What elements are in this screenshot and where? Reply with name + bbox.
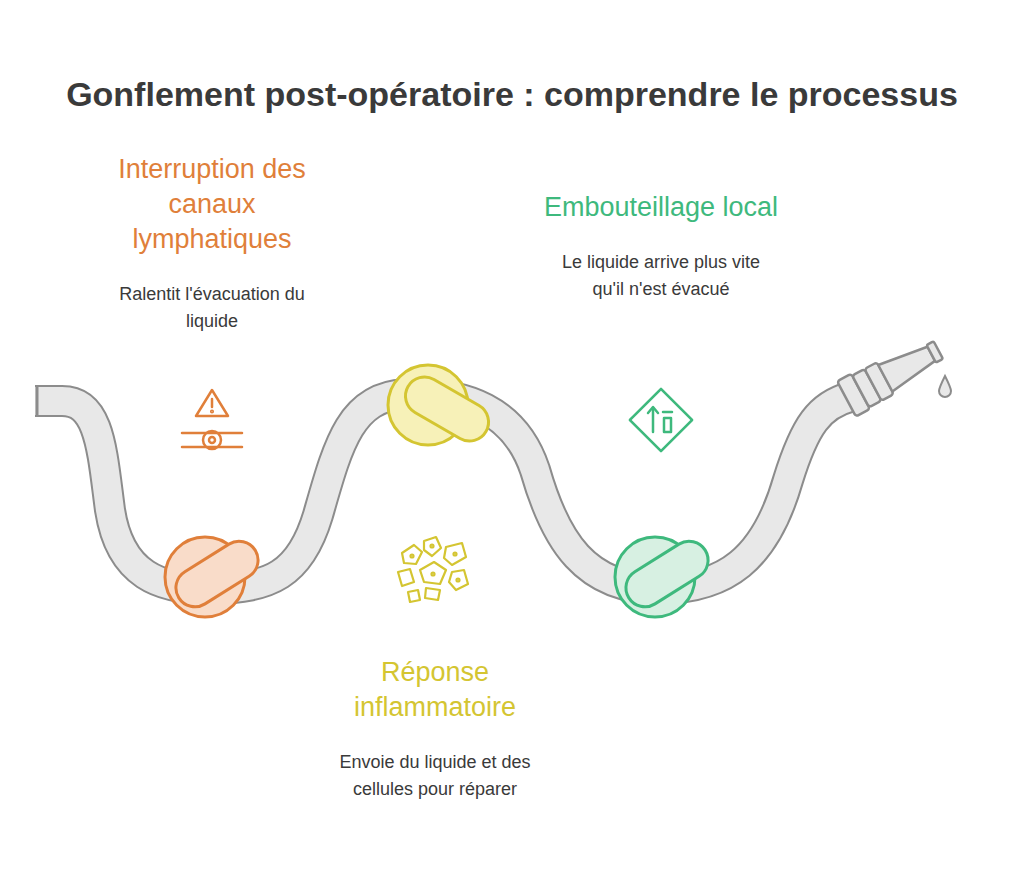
- step-description: Le liquide arrive plus vite qu'il n'est …: [554, 249, 769, 303]
- step-block: Embouteillage local Le liquide arrive plu…: [541, 190, 781, 303]
- nozzle: [837, 332, 948, 416]
- cells-icon: [398, 537, 468, 602]
- step-description: Envoie du liquide et des cellules pour r…: [315, 749, 555, 803]
- water-drop: [939, 376, 951, 397]
- step-heading: Interruption des canaux lymphatiques: [92, 152, 332, 257]
- step-heading: Réponse inflammatoire: [315, 655, 555, 725]
- green-knot: [615, 534, 715, 617]
- step-block: Interruption des canaux lymphatiquesRale…: [92, 152, 332, 335]
- step-block: Réponse inflammatoireEnvoie du liquide e…: [315, 655, 555, 803]
- hose-end: [36, 387, 39, 415]
- yellow-knot: [388, 365, 495, 448]
- warning-pipe-icon: [182, 390, 242, 449]
- diagram-title: Gonflement post-opératoire : comprendre …: [0, 72, 1024, 116]
- road-sign-icon: [630, 389, 692, 451]
- orange-knot: [165, 534, 265, 617]
- step-description: Ralentit l'évacuation du liquide: [92, 281, 332, 335]
- step-heading: Embouteillage local: [541, 190, 781, 225]
